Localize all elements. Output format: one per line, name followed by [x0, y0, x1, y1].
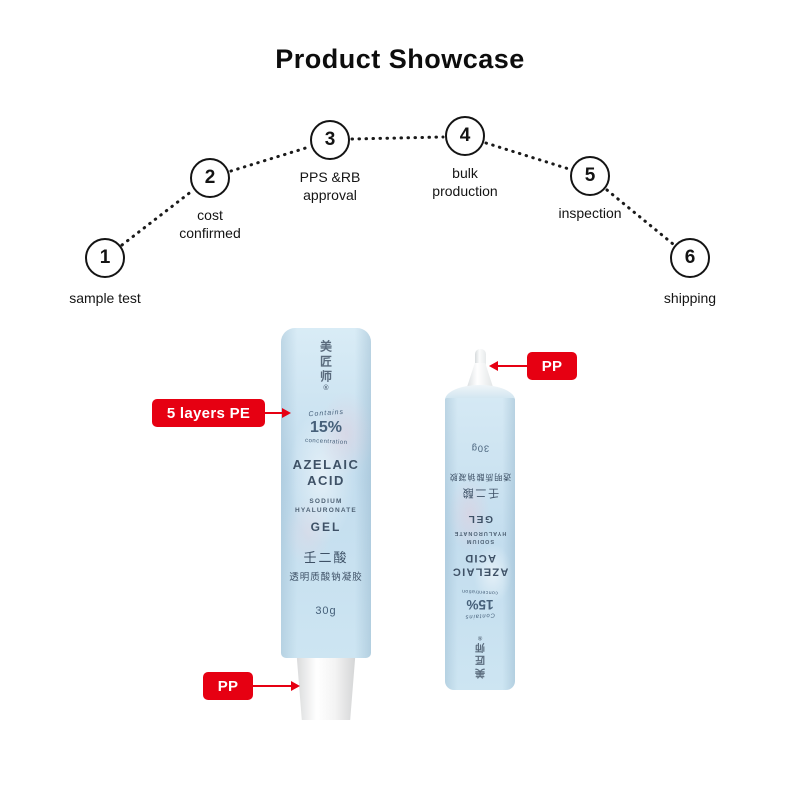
badge-percent-value: 15%: [309, 419, 343, 436]
product-name-chinese: 壬二酸 透明质酸钠凝胶: [448, 471, 512, 500]
callout-line: [263, 412, 283, 414]
product-name-chinese: 壬二酸 透明质酸钠凝胶: [289, 550, 363, 583]
step-label-inspection: inspection: [558, 205, 622, 221]
step-label-sample-test: sample test: [69, 290, 141, 306]
tube-body-inverted: 美匠师® Contains 15% concentration AZELAIC …: [445, 398, 515, 690]
page-title: Product Showcase: [275, 44, 525, 74]
step-label-shipping: shipping: [663, 290, 717, 306]
callout-line: [497, 365, 528, 367]
brand-logo: 美匠师®: [474, 634, 487, 679]
step-label-cost-confirmed: cost confirmed: [179, 207, 241, 242]
product-form: GEL: [466, 513, 494, 526]
callout-pp-nozzle: PP: [527, 352, 577, 380]
tube-shoulder: [445, 385, 515, 400]
step-circle-1: 1: [85, 238, 125, 278]
badge-concentration-text: concentration: [304, 437, 348, 447]
brand-logo: 美匠师®: [318, 340, 333, 392]
nozzle-tip: [474, 349, 486, 365]
callout-5-layers-pe: 5 layers PE: [152, 399, 265, 427]
product-subname: SODIUM HYALURONATE: [453, 530, 507, 545]
step-label-pps-rb-approval: PPS &RB approval: [299, 169, 361, 204]
product-subname: SODIUM HYALURONATE: [295, 497, 357, 515]
step-circle-5: 5: [570, 156, 610, 196]
product-form: GEL: [310, 520, 342, 534]
tube-inverted-view: 美匠师® Contains 15% concentration AZELAIC …: [445, 349, 515, 690]
net-weight: 30g: [470, 442, 490, 454]
concentration-badge: Contains 15% concentration: [304, 408, 348, 447]
tube-cap: [296, 658, 356, 720]
product-name: AZELAIC ACID: [451, 552, 509, 579]
concentration-badge: Contains 15% concentration: [461, 588, 499, 620]
net-weight: 30g: [315, 605, 337, 617]
step-circle-3: 3: [310, 120, 350, 160]
step-circle-2: 2: [190, 158, 230, 198]
callout-line: [252, 685, 292, 687]
flipped-artwork: 美匠师® Contains 15% concentration AZELAIC …: [445, 400, 515, 689]
step-circle-6: 6: [670, 238, 710, 278]
callout-arrow-icon: [291, 681, 300, 691]
step-circle-4: 4: [445, 116, 485, 156]
callout-arrow-icon: [489, 361, 498, 371]
product-name: AZELAIC ACID: [292, 457, 360, 489]
callout-arrow-icon: [282, 408, 291, 418]
badge-contains-text: Contains: [307, 408, 345, 419]
step-label-bulk-production: bulk production: [432, 165, 498, 200]
tube-front-view: 美匠师® Contains 15% concentration AZELAIC …: [281, 328, 371, 720]
callout-pp-cap: PP: [203, 672, 253, 700]
tube-body: 美匠师® Contains 15% concentration AZELAIC …: [281, 328, 371, 658]
